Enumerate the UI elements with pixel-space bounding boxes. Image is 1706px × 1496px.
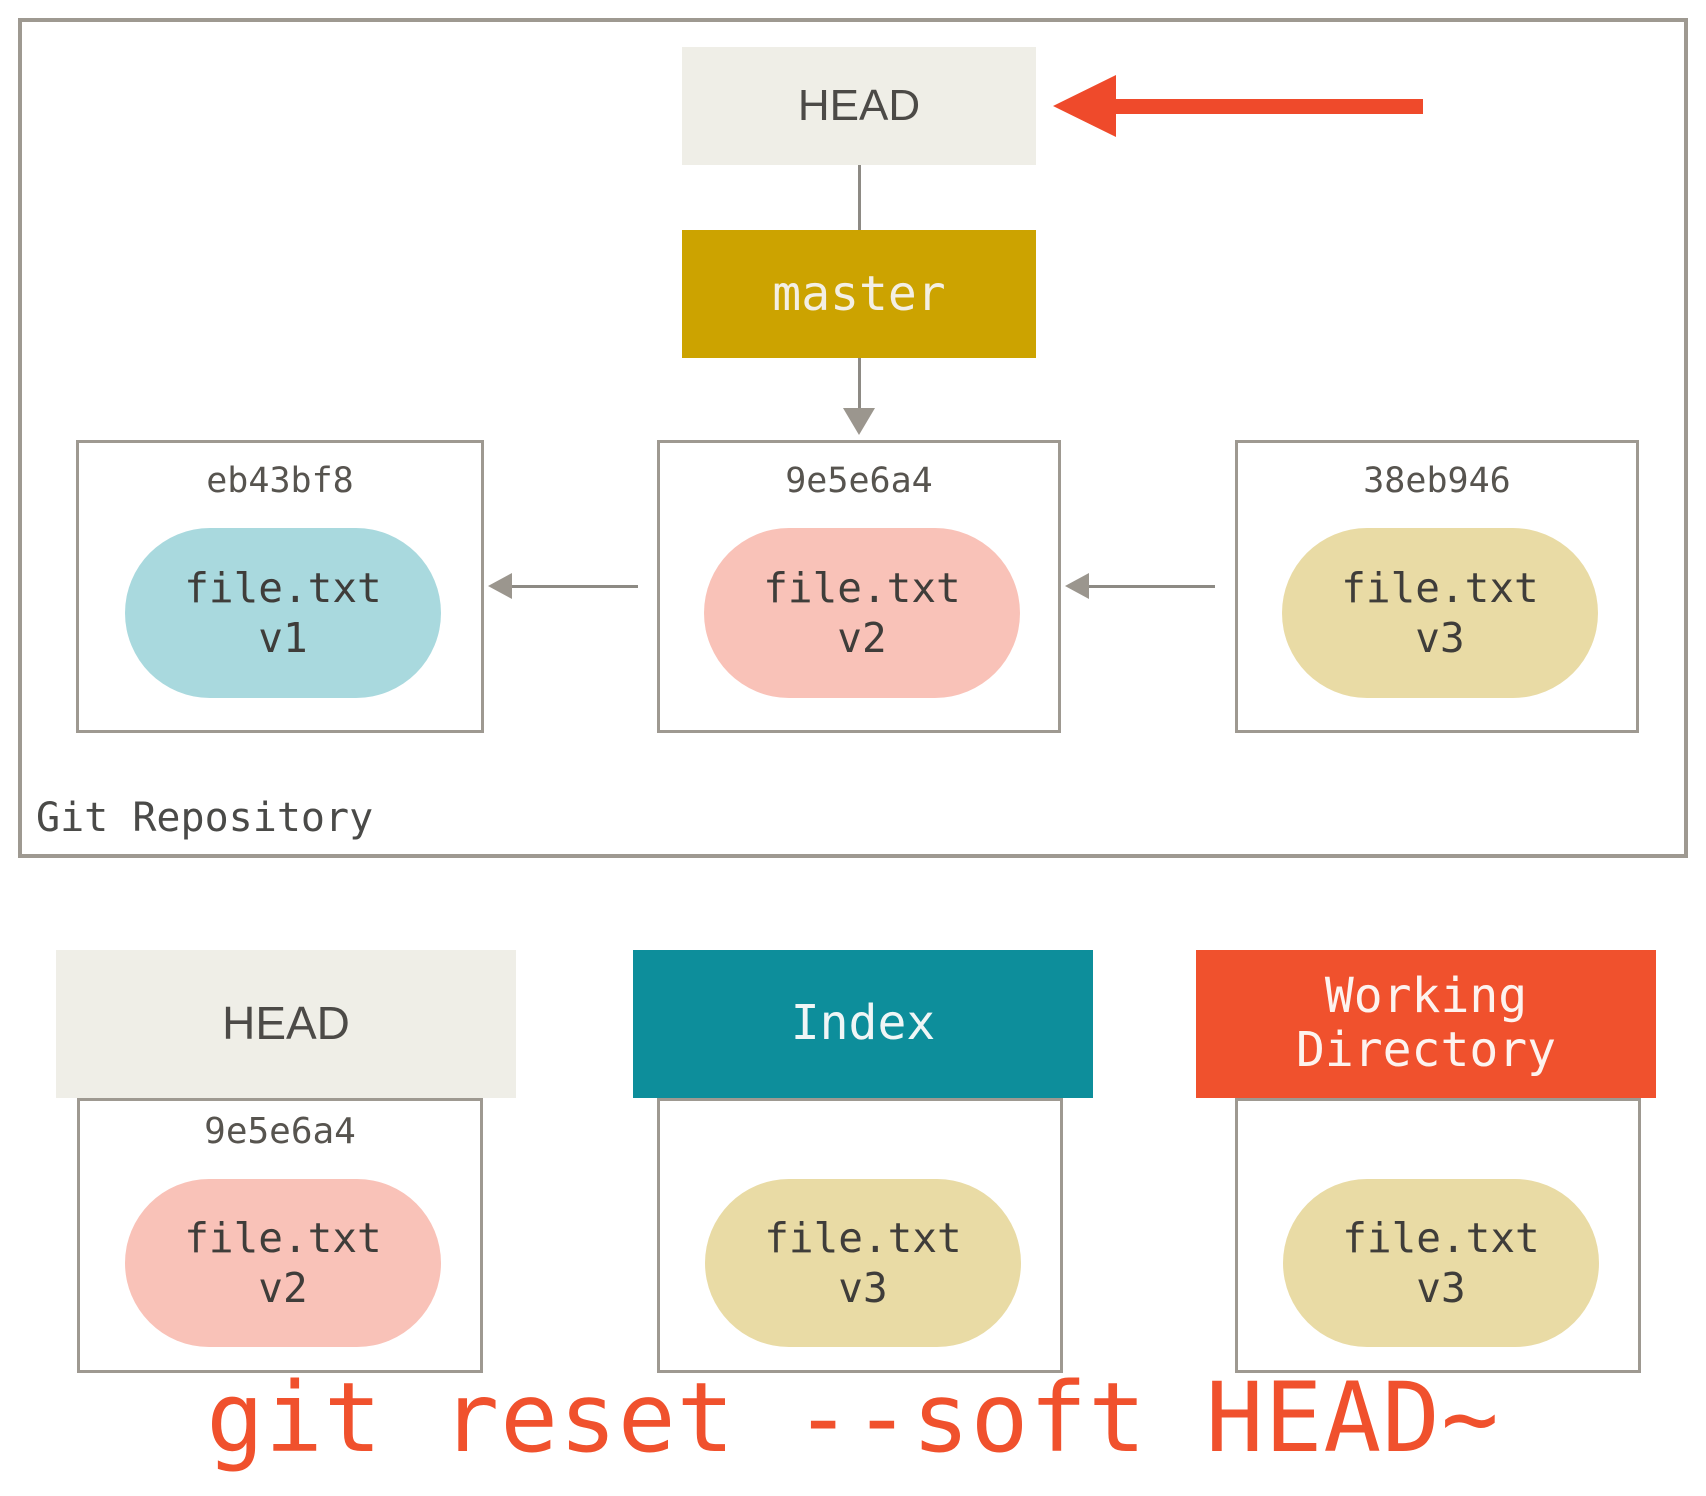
tree-head-blob-v2: file.txt v2 <box>125 1179 441 1347</box>
tree-header-working-directory-label: Working Directory <box>1295 968 1557 1078</box>
commit-box-9e5e6a4: 9e5e6a4 file.txt v2 <box>657 440 1061 733</box>
tree-header-index: Index <box>633 950 1093 1098</box>
tree-index-blob-v3: file.txt v3 <box>705 1179 1021 1347</box>
connector-commit2-arrowhead <box>1065 573 1089 599</box>
commit-box-eb43bf8: eb43bf8 file.txt v1 <box>76 440 484 733</box>
branch-master-label: master <box>772 265 946 322</box>
commit-hash-eb43bf8: eb43bf8 <box>206 461 354 501</box>
tree-header-working-directory: Working Directory <box>1196 950 1656 1098</box>
tree-working-blob-v3: file.txt v3 <box>1283 1179 1599 1347</box>
commit-hash-9e5e6a4: 9e5e6a4 <box>785 461 933 501</box>
tree-header-head-label: HEAD <box>222 997 350 1050</box>
tree-body-working-directory: file.txt v3 <box>1235 1098 1641 1373</box>
commit-hash-38eb946: 38eb946 <box>1363 461 1511 501</box>
tree-body-index: file.txt v3 <box>657 1098 1063 1373</box>
connector-head-to-master <box>858 165 861 230</box>
tree-head-hash: 9e5e6a4 <box>204 1111 356 1152</box>
connector-master-to-commit <box>858 358 861 410</box>
git-repository-label: Git Repository <box>36 795 374 841</box>
command-caption: git reset --soft HEAD~ <box>206 1362 1500 1474</box>
red-pointer-shaft <box>1100 99 1423 114</box>
tree-body-head: 9e5e6a4 file.txt v2 <box>77 1098 483 1373</box>
branch-master-box: master <box>682 230 1036 358</box>
tree-header-index-label: Index <box>790 995 936 1052</box>
head-pointer-label: HEAD <box>797 80 921 130</box>
tree-header-head: HEAD <box>56 950 516 1098</box>
red-pointer-arrowhead <box>1053 75 1116 137</box>
head-pointer-box: HEAD <box>682 47 1036 165</box>
connector-commit3-to-commit2 <box>1085 585 1215 588</box>
connector-master-arrowhead <box>843 408 875 435</box>
commit-box-38eb946: 38eb946 file.txt v3 <box>1235 440 1639 733</box>
commit-blob-v2: file.txt v2 <box>704 528 1020 698</box>
connector-commit1-arrowhead <box>488 573 512 599</box>
commit-blob-v3: file.txt v3 <box>1282 528 1598 698</box>
commit-blob-v1: file.txt v1 <box>125 528 441 698</box>
connector-commit2-to-commit1 <box>508 585 638 588</box>
